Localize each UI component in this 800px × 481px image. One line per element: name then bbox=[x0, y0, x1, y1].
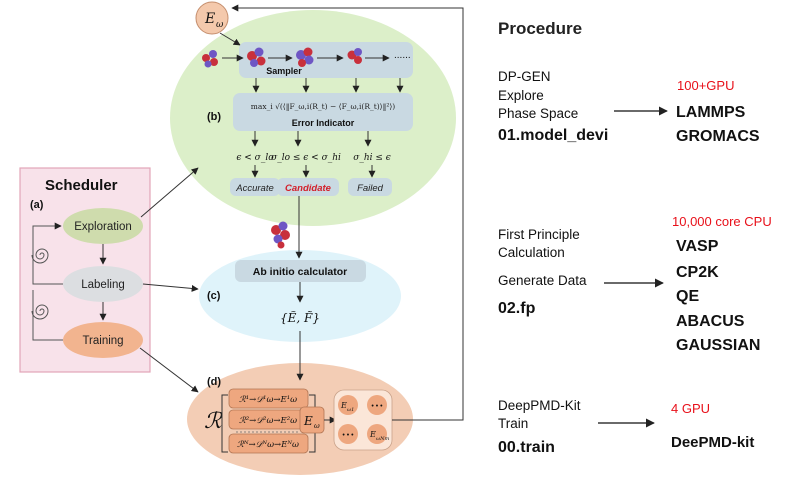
labeling-node-label: Labeling bbox=[81, 279, 124, 291]
cycle-spiral-icon bbox=[31, 248, 49, 264]
step2-software-1: VASP bbox=[676, 238, 719, 255]
molecule-icon bbox=[271, 221, 290, 249]
step2-software-2: CP2K bbox=[676, 264, 719, 281]
failed-label: Failed bbox=[357, 183, 384, 194]
model-node bbox=[338, 395, 358, 415]
molecule-icon bbox=[202, 50, 218, 68]
step1-software-2: GROMACS bbox=[676, 128, 760, 145]
criterion-failed: σ_hi ≤ ϵ bbox=[353, 153, 391, 163]
step2-software-5: GAUSSIAN bbox=[676, 337, 760, 354]
step1-line2: Explore bbox=[498, 88, 544, 103]
labeling-to-panel-arrow bbox=[142, 283, 199, 292]
model-node bbox=[338, 424, 358, 444]
loop-line-1 bbox=[32, 222, 63, 285]
step2-line2: Calculation bbox=[498, 245, 565, 260]
step2-software-3: QE bbox=[676, 288, 699, 305]
e-omega-node bbox=[195, 1, 229, 35]
training-to-panel-arrow bbox=[139, 347, 199, 393]
train-row-n-label: ℛᴺ→𝒟ᴺω→Eᴺω bbox=[237, 440, 299, 450]
candidate-box bbox=[277, 178, 339, 196]
cycle-spiral-icon bbox=[31, 304, 49, 320]
molecule-icon bbox=[247, 47, 266, 67]
failed-box bbox=[348, 178, 392, 196]
model-node-label: E bbox=[340, 401, 347, 410]
step2-software-4: ABACUS bbox=[676, 313, 745, 330]
e-omega-subscript: ω bbox=[216, 20, 224, 30]
panel-d-tag: (d) bbox=[207, 376, 221, 388]
step2-line3: Generate Data bbox=[498, 273, 587, 288]
exploration-node-label: Exploration bbox=[74, 221, 132, 233]
step1-code: 01.model_devi bbox=[498, 127, 608, 144]
accurate-box bbox=[230, 178, 280, 196]
scheduler-title: Scheduler bbox=[45, 177, 118, 194]
step1-line3: Phase Space bbox=[498, 106, 578, 121]
model-node bbox=[367, 395, 387, 415]
feedback-loop-arrow bbox=[231, 4, 464, 421]
abinitio-box bbox=[235, 260, 366, 282]
model-node bbox=[367, 424, 387, 444]
step2-code: 02.fp bbox=[498, 300, 536, 317]
e-omega-to-sampler-arrow bbox=[219, 32, 241, 46]
step3-line2: Train bbox=[498, 416, 528, 431]
train-row-1-label: ℛ¹→𝒟¹ω→E¹ω bbox=[239, 395, 297, 405]
accurate-label: Accurate bbox=[235, 183, 274, 194]
step1-resource: 100+GPU bbox=[677, 78, 734, 93]
sampler-label: Sampler bbox=[266, 66, 302, 76]
train-row-2-label: ℛ²→𝒟²ω→E²ω bbox=[239, 416, 297, 426]
e-omega-box-label: E bbox=[303, 414, 313, 428]
labeling-node[interactable] bbox=[63, 266, 143, 302]
candidate-label: Candidate bbox=[285, 183, 332, 194]
exploration-node[interactable] bbox=[63, 208, 143, 244]
step1-line1: DP-GEN bbox=[498, 69, 551, 84]
scheduler-tag: (a) bbox=[30, 199, 44, 211]
model-node-label: E bbox=[369, 430, 376, 439]
step3-resource: 4 GPU bbox=[671, 401, 710, 416]
abinitio-label: Ab initio calculator bbox=[253, 266, 348, 278]
train-row-n bbox=[228, 433, 309, 454]
model-node-dots: • • • bbox=[371, 403, 383, 410]
training-node[interactable] bbox=[63, 322, 143, 358]
error-indicator-box bbox=[233, 93, 413, 131]
molecule-icon bbox=[296, 47, 314, 67]
dataset-symbol: ℛ bbox=[204, 409, 223, 434]
criterion-accurate: ϵ < σ_lo bbox=[236, 153, 274, 163]
exploration-to-panel-arrow bbox=[140, 167, 199, 218]
e-omega-label: E bbox=[204, 11, 215, 27]
abinitio-output: {Ẽ, F̃} bbox=[280, 310, 320, 325]
model-node-sub: ω1 bbox=[347, 407, 354, 413]
step3-software-1: DeePMD-kit bbox=[671, 434, 754, 451]
sampler-box bbox=[239, 42, 413, 78]
step2-line1: First Principle bbox=[498, 227, 580, 242]
step3-line1: DeepPMD-Kit bbox=[498, 398, 581, 413]
step3-code: 00.train bbox=[498, 439, 555, 456]
model-node-dots: • • • bbox=[342, 432, 354, 439]
error-formula: max_i √(⟨‖F_ω,i(R_t) − ⟨F_ω,i(R_t)⟩‖²⟩) bbox=[251, 102, 396, 111]
train-row-1 bbox=[228, 388, 309, 409]
molecule-icon bbox=[347, 48, 362, 64]
loop-line-2 bbox=[32, 290, 63, 341]
step2-resource: 10,000 core CPU bbox=[672, 214, 772, 229]
panel-c-tag: (c) bbox=[207, 290, 221, 302]
training-node-label: Training bbox=[82, 335, 123, 347]
criterion-candidate: σ_lo ≤ ϵ < σ_hi bbox=[271, 153, 341, 163]
error-indicator-label: Error Indicator bbox=[292, 118, 355, 128]
procedure-heading: Procedure bbox=[498, 19, 582, 38]
sampler-dots: ...... bbox=[394, 50, 411, 61]
step1-software-1: LAMMPS bbox=[676, 104, 746, 121]
e-omega-box-sub: ω bbox=[314, 422, 320, 430]
model-node-sub: ωNm bbox=[376, 436, 389, 442]
panel-b-tag: (b) bbox=[207, 111, 221, 123]
